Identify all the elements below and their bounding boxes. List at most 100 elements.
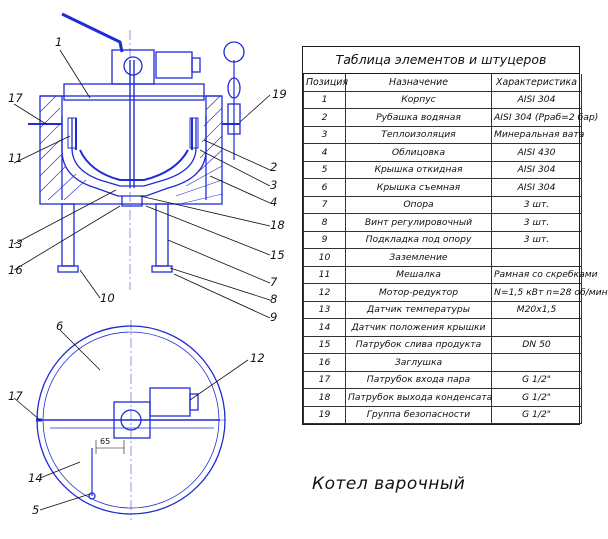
table-cell-spec: AISI 430 [491,143,582,162]
table-cell-name: Патрубок входа пара [345,370,492,389]
callout-18: 18 [270,218,285,232]
header-position: Позиция [303,74,348,92]
callout-19: 19 [272,87,287,101]
table-cell-pos: 13 [303,300,346,319]
gearbox [111,49,155,85]
table-cell-name: Рубашка водяная [345,108,492,127]
table-cell-spec: N=1,5 кВт n=28 об/мин [491,283,608,302]
callout-17: 17 [8,91,23,105]
table-cell-name: Мешалка [345,265,492,284]
callout-3: 3 [270,178,277,192]
table-cell-pos: 3 [303,125,346,144]
table-cell-spec: M20x1,5 [491,300,582,319]
table-cell-name: Патрубок выхода конденсата [345,388,492,407]
table-cell-name: Корпус [345,91,492,109]
dimension-label: 65 [100,437,110,446]
callout-4: 4 [270,195,277,209]
callout-13: 13 [8,237,23,251]
callout-6: 6 [56,319,63,333]
motor [155,51,193,79]
table-cell-pos: 12 [303,283,346,302]
leg-right [155,203,169,267]
callout-12: 12 [250,351,265,365]
callout-9: 9 [270,310,277,324]
table-cell-spec [491,248,582,267]
table-cell-name: Датчик температуры [345,300,492,319]
table-cell-pos: 15 [303,335,346,354]
scraper-left [67,117,77,149]
jacket-outer [61,116,207,197]
callout-5: 5 [32,503,39,517]
table-cell-name: Опора [345,195,492,214]
callout-14: 14 [28,471,43,485]
callout-11: 11 [8,151,23,165]
table-cell-spec: AISI 304 [491,91,582,109]
callout-2: 2 [270,160,277,174]
leader-lines-bottom [13,329,249,511]
table-cell-pos: 4 [303,143,346,162]
table-cell-spec [491,353,582,372]
mixer-arm [79,149,189,181]
plan-view [36,320,228,520]
table-cell-pos: 8 [303,213,346,232]
table-cell-spec: G 1/2" [491,388,582,407]
table-cell-name: Мотор-редуктор [345,283,492,302]
front-section-view [28,12,245,290]
table-cell-pos: 18 [303,388,346,407]
pressure-gauge [223,41,245,63]
table-cell-spec: 3 шт. [491,230,582,249]
callout-7: 7 [270,275,278,289]
table-cell-pos: 10 [303,248,346,267]
table-cell-pos: 19 [303,405,346,424]
table-cell-pos: 7 [303,195,346,214]
plan-motor [149,387,191,417]
callouts: 1 17 19 11 2 3 4 18 15 13 16 7 8 9 10 6 … [8,35,287,517]
table-cell-name: Крышка съемная [345,178,492,197]
drain-nozzle [121,196,143,207]
table-cell-spec: AISI 304 [491,178,582,197]
table-cell-pos: 9 [303,230,346,249]
table-cell-spec: 3 шт. [491,213,582,232]
table-title: Таблица элементов и штуцеров [303,47,579,74]
lid-handle [61,12,124,53]
drawing-title: Котел варочный [312,474,466,494]
vessel-inner [71,118,197,187]
callout-17b: 17 [8,389,23,403]
header-purpose: Назначение [345,74,492,92]
scraper-right [189,117,199,149]
table-cell-name: Винт регулировочный [345,213,492,232]
table-cell-pos: 1 [303,91,346,109]
table-cell-spec: G 1/2" [491,370,582,389]
table-cell-pos: 16 [303,353,346,372]
callout-10: 10 [100,291,115,305]
table-header-row: Позиция Назначение Характеристика [303,74,582,92]
insulation-hatch-right [175,95,223,205]
table-cell-spec: AISI 304 (Pраб=2 бар) [491,108,598,127]
cladding-box [39,95,223,205]
foot-right [151,265,173,273]
callout-8: 8 [270,292,277,306]
table-cell-name: Подкладка под опору [345,230,492,249]
table-cell-spec: Минеральная вата [491,125,584,144]
table-cell-pos: 11 [303,265,346,284]
table-cell-spec [491,318,582,337]
table-cell-pos: 6 [303,178,346,197]
table-cell-pos: 2 [303,108,346,127]
dimension-65 [95,440,125,454]
